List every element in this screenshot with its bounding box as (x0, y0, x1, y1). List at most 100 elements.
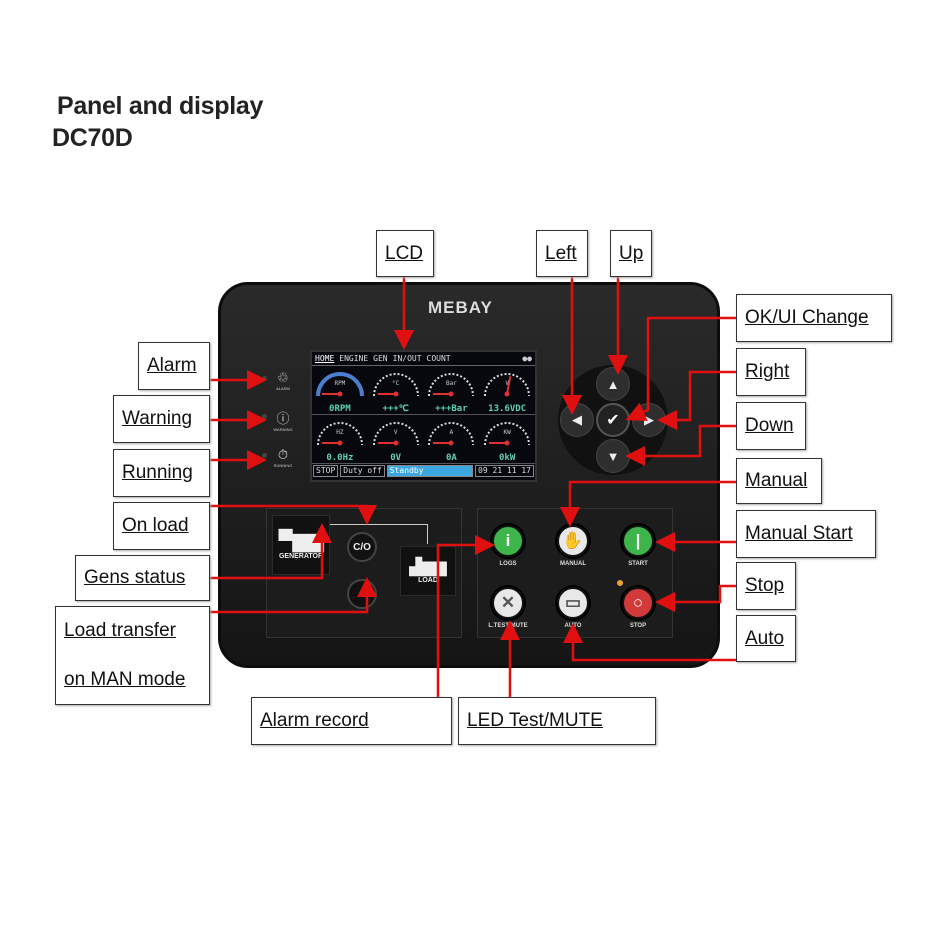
duty-status: Duty off (340, 465, 385, 477)
lcd-tab-gen: GEN (373, 354, 388, 363)
generator-gauges: HZ 0.0Hz V 0V A 0A KW 0kW (312, 415, 535, 464)
engine-3-gauge-unit: V (505, 380, 509, 387)
callout-up: Up (610, 230, 652, 277)
engine-1-gauge-dial (372, 373, 419, 397)
gen-0-gauge: HZ 0.0Hz (313, 415, 367, 463)
lcd-tab-inout: IN/OUT (392, 354, 422, 363)
transfer-line (330, 524, 428, 544)
gen-0-gauge-value: 0.0Hz (326, 453, 354, 463)
callout-on-load: On load (113, 502, 210, 550)
callout-manual-start: Manual Start (736, 510, 876, 558)
page-title: Panel and display (57, 92, 264, 120)
engine-2-gauge-unit: Bar (445, 380, 457, 387)
callout-left: Left (536, 230, 588, 277)
engine-1-gauge-value: +++℃ (382, 404, 409, 414)
gen-2-gauge-unit: A (449, 429, 454, 436)
load-label: LOAD (418, 577, 438, 584)
model-name: DC70D (52, 124, 133, 152)
gen-1-gauge-dial (372, 422, 419, 446)
engine-1-gauge-unit: °C (392, 380, 400, 387)
callout-lcd: LCD (376, 230, 434, 277)
lcd-screen: HOME ENGINE GEN IN/OUT COUNT ●● RPM 0RPM °… (310, 350, 537, 482)
gen-2-gauge-value: 0A (445, 453, 457, 463)
gen-1-gauge-unit: V (393, 429, 398, 436)
gen-3-gauge-dial (484, 422, 531, 446)
engine-0-gauge-value: 0RPM (329, 404, 351, 414)
engine-gauges: RPM 0RPM °C +++℃ Bar +++Bar V 13.6VDC (312, 366, 535, 415)
running-indicator: ⏱RUNNING (262, 447, 298, 468)
warning-icon: ⓘ (276, 411, 290, 426)
load-transfer-button[interactable] (347, 579, 377, 609)
auto-button[interactable]: ▭ (557, 587, 589, 619)
callout-manual: Manual (736, 458, 822, 504)
stop-label: STOP (629, 623, 647, 629)
callout-gens-status: Gens status (75, 555, 210, 601)
callout-alarm: Alarm (138, 342, 210, 390)
gen-2-gauge-dial (428, 422, 475, 446)
callout-running: Running (113, 449, 210, 497)
callout-down: Down (736, 402, 806, 450)
engine-3-gauge-dial (484, 373, 531, 397)
alarm-icon: ♲ (277, 370, 289, 385)
alarm-indicator: ♲ALARM (262, 370, 298, 391)
gen-1-gauge-value: 0V (390, 453, 402, 463)
lcd-tab-count: COUNT (426, 354, 451, 363)
ok-button[interactable]: ✔ (596, 403, 630, 437)
brand-logo: MEBAY (428, 298, 493, 317)
manual-label: MANUAL (560, 561, 586, 567)
warning-indicator-label: WARNING (273, 427, 293, 432)
left-button[interactable]: ◀ (560, 403, 594, 437)
stop-button[interactable]: ○ (622, 587, 654, 619)
engine-2-gauge-dial (428, 373, 475, 397)
callout-load-transfer: Load transfer on MAN mode (55, 606, 210, 705)
engine-3-needle (506, 376, 512, 395)
engine-2-gauge: Bar +++Bar (424, 366, 478, 414)
lcd-tabs: HOME ENGINE GEN IN/OUT COUNT ●● (312, 352, 535, 366)
right-button[interactable]: ▶ (632, 403, 666, 437)
engine-3-gauge-value: 13.6VDC (488, 404, 527, 414)
l-test-mute-button[interactable]: ✕ (492, 587, 524, 619)
state-status: Standby (386, 465, 474, 477)
logs-button[interactable]: i (492, 525, 524, 557)
navigation-pad: ▲ ▼ ◀ ▶ ✔ (558, 365, 668, 475)
engine-0-gauge-unit: RPM (334, 380, 346, 387)
lcd-status-bar: STOP Duty off Standby 09 21 11 17 (312, 464, 535, 478)
mode-status: STOP (313, 465, 339, 477)
gen-3-gauge-value: 0kW (498, 453, 516, 463)
start-label: START (628, 561, 648, 567)
gen-1-gauge: V 0V (369, 415, 423, 463)
co-button[interactable]: C/O (347, 532, 377, 562)
up-button[interactable]: ▲ (596, 367, 630, 401)
load-transfer-line2: on MAN mode (64, 668, 186, 690)
callout-ok: OK/UI Change (736, 294, 892, 342)
engine-0-gauge-dial (315, 372, 364, 397)
load-icon: ▟▆▆ (409, 559, 447, 576)
callout-warning: Warning (113, 395, 210, 443)
down-button[interactable]: ▼ (596, 439, 630, 473)
engine-2-gauge-value: +++Bar (435, 404, 468, 414)
generator-label: GENERATOR (278, 553, 324, 560)
lcd-tab-home: HOME (315, 354, 335, 363)
lcd-tab-engine: ENGINE (339, 354, 369, 363)
l-test-mute-label: L.TEST/MUTE (488, 623, 528, 629)
engine-0-gauge: RPM 0RPM (313, 366, 367, 414)
load-status: ▟▆▆LOAD (400, 546, 456, 596)
load-transfer-line1: Load transfer (64, 620, 176, 642)
callout-stop: Stop (736, 562, 796, 610)
page-dots-icon: ●● (522, 354, 532, 363)
callout-auto: Auto (736, 615, 796, 662)
stop-led (617, 580, 623, 586)
generator-status: ▀▆▆GENERATOR (272, 515, 330, 575)
start-button[interactable]: | (622, 525, 654, 557)
clock: 09 21 11 17 (475, 465, 534, 477)
callout-led-test: LED Test/MUTE (458, 697, 656, 745)
manual-button[interactable]: ✋ (557, 525, 589, 557)
gen-0-gauge-dial (316, 422, 363, 446)
logs-label: LOGS (499, 561, 517, 567)
callout-alarm-record: Alarm record (251, 697, 452, 745)
gen-3-gauge-unit: KW (503, 429, 511, 436)
running-indicator-label: RUNNING (273, 463, 293, 468)
auto-label: AUTO (564, 623, 582, 629)
gen-0-gauge-unit: HZ (336, 429, 344, 436)
